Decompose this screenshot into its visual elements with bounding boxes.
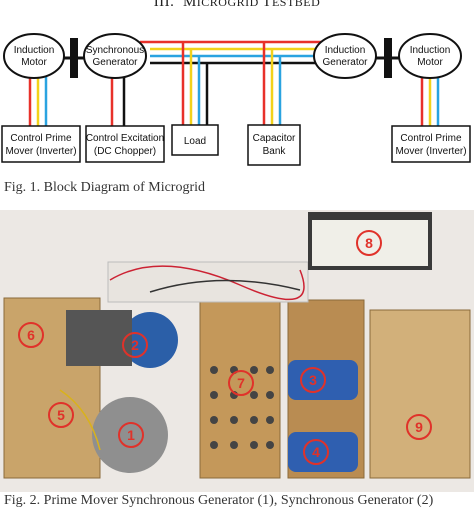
board-right [369,309,471,479]
wire-red [109,265,305,301]
marker-9: 9 [406,414,432,440]
figure-2-caption: Fig. 2. Prime Mover Synchronous Generato… [4,493,434,508]
testbed-illustration [3,212,471,479]
marker-6: 6 [18,322,44,348]
block-label: Motor [21,57,47,68]
board-top [107,261,309,303]
block-label: Generator [92,57,138,68]
block-label: Induction [325,45,366,56]
block-label: Bank [263,146,287,157]
control-prime-mover-left: Control Prime Mover (Inverter) [1,125,81,163]
block-label: Motor [417,57,443,68]
block-label: Induction [14,45,55,56]
block-label: Control Prime [10,133,72,144]
induction-motor-right: Induction Motor [398,33,462,79]
block-label: Synchronous [86,45,144,56]
block-label: Control Excitation [86,133,164,144]
three-phase-bus [28,40,440,126]
marker-5: 5 [48,402,74,428]
marker-8: 8 [356,230,382,256]
control-prime-mover-right: Control Prime Mover (Inverter) [391,125,471,163]
block-label: (DC Chopper) [94,146,156,157]
marker-2: 2 [122,332,148,358]
wire-yellow [59,389,101,451]
section-title-initial: M [182,0,197,10]
load-switch-grid [210,366,274,449]
induction-motor-left: Induction Motor [3,33,65,79]
section-heading: III. Microgrid Testbed [0,0,474,11]
marker-4: 4 [303,439,329,465]
block-label: Mover (Inverter) [395,146,466,157]
induction-generator: Induction Generator [313,33,377,79]
block-label: Generator [322,57,368,68]
control-excitation: Control Excitation (DC Chopper) [85,125,165,163]
marker-3: 3 [300,367,326,393]
synchronous-generator: Synchronous Generator [83,33,147,79]
wire-black [149,279,301,293]
capacitor-bank-block: Capacitor Bank [247,124,301,166]
block-label: Induction [410,45,451,56]
marker-1: 1 [118,422,144,448]
block-label: Load [184,136,206,147]
marker-7: 7 [228,370,254,396]
section-title-rest-2: estbed [271,0,321,9]
block-label: Control Prime [400,133,462,144]
microgrid-testbed-photo: 1 2 3 4 5 6 7 8 9 [0,210,474,492]
section-numeral: III. [153,0,175,10]
section-title-initial-2: T [262,0,272,10]
microgrid-block-diagram: Induction Motor Synchronous Generator In… [1,33,471,166]
block-label: Capacitor [253,133,296,144]
section-title-rest: icrogrid [196,0,263,9]
load-block: Load [171,124,219,156]
figure-1-caption: Fig. 1. Block Diagram of Microgrid [4,180,206,195]
block-label: Mover (Inverter) [5,146,76,157]
generator-housing [66,310,132,366]
